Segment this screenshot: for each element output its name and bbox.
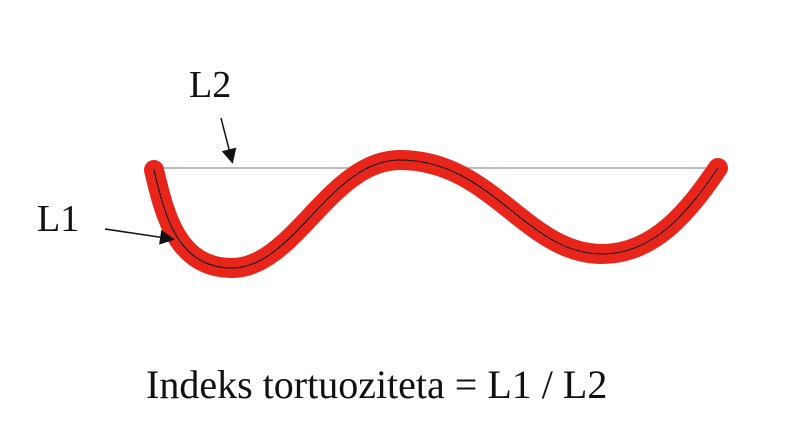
label-l2: L2 [189,64,232,106]
tortuous-curve-l1 [144,150,728,278]
tortuosity-formula: Indeks tortuoziteta = L1 / L2 [146,362,608,407]
curve-centerline [153,159,719,269]
label-l1: L1 [37,198,80,240]
arrow-to-l2 [220,117,237,164]
arrow-to-l1 [104,228,175,245]
